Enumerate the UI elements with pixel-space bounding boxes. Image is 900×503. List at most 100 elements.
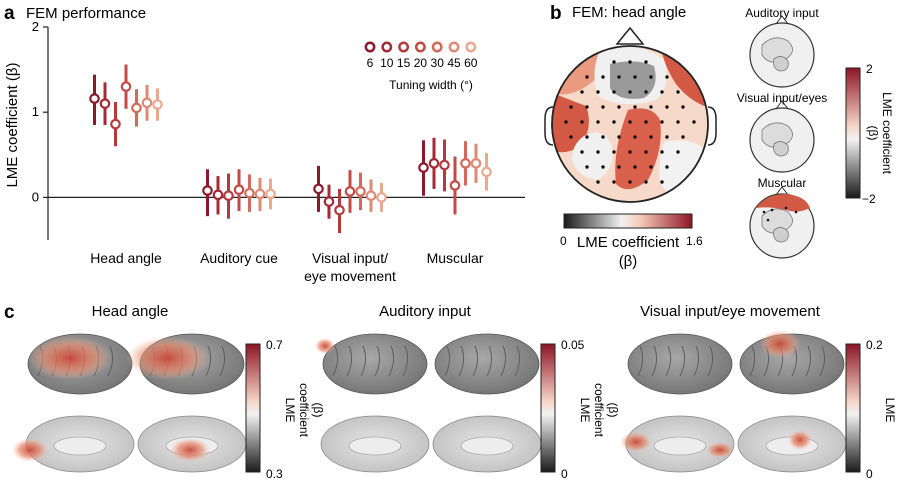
sulcus-line	[749, 345, 756, 377]
electrode-dot	[612, 180, 616, 184]
brain-colorbar	[245, 343, 261, 473]
panel-b-title: FEM: head angle	[572, 4, 686, 21]
data-point	[152, 99, 163, 110]
mini-topomaps	[749, 15, 815, 259]
activation-region	[620, 432, 652, 452]
mini-electrode-dot	[766, 218, 770, 222]
data-point	[376, 192, 387, 203]
sulcus-line	[107, 345, 114, 377]
electrode-dot	[628, 60, 632, 64]
brain-colorbar-min: 0.3	[266, 467, 283, 481]
mini-contour	[773, 141, 789, 157]
electrode-dot	[596, 120, 600, 124]
electrode-dot	[665, 105, 669, 109]
nose-icon	[615, 26, 645, 45]
electrode-dot	[665, 135, 669, 139]
sulcus-line	[486, 345, 493, 377]
electrode-dot	[628, 180, 632, 184]
data-point	[254, 188, 266, 200]
data-point	[481, 166, 492, 178]
electrode-dot	[596, 180, 600, 184]
electrode-dot	[676, 150, 680, 154]
mini-colorbar-title-line1: LME coefficient	[880, 92, 894, 174]
electrode-dot	[644, 180, 648, 184]
brain-lateral-view	[434, 333, 540, 395]
brain-group-title: Head angle	[92, 303, 169, 320]
electrode-dot	[617, 135, 621, 139]
electrode-dot	[649, 75, 653, 79]
electrode-dot	[580, 120, 584, 124]
data-point	[120, 81, 132, 92]
electrode-dot	[665, 165, 669, 169]
electrode-dot	[660, 90, 664, 94]
colorbar-title-line2: (β)	[619, 253, 638, 270]
electrode-dot	[564, 120, 568, 124]
brain-colorbar	[540, 343, 556, 473]
panel-letter-a: a	[4, 3, 15, 24]
mini-colorbar-min: −2	[862, 192, 876, 206]
brain-colorbar-min: 0	[561, 467, 568, 481]
corpus-callosum	[348, 436, 402, 456]
y-axis-label: LME coefficient (β)	[4, 62, 21, 187]
data-point	[439, 159, 450, 171]
brain-colorbar-title: (β)	[606, 403, 620, 418]
electrode-dot	[612, 60, 616, 64]
electrode-dot	[633, 105, 637, 109]
category-label: Muscular	[427, 250, 484, 266]
mini-contour	[761, 122, 793, 148]
brain-colorbar-max: 0.05	[561, 338, 585, 352]
electrode-dot	[633, 75, 637, 79]
electrode-dot	[585, 75, 589, 79]
mini-electrode-dot	[784, 206, 788, 210]
corpus-callosum	[53, 436, 107, 456]
legend-marker	[448, 41, 460, 53]
electrode-dot	[601, 135, 605, 139]
sulcus-line	[707, 345, 714, 377]
axes: 012	[32, 19, 525, 240]
mini-colorbar-max: 2	[866, 62, 873, 76]
electrode-dot	[596, 90, 600, 94]
electrode-dot	[644, 60, 648, 64]
data-point	[141, 97, 153, 109]
activation-region	[315, 338, 335, 354]
left-ear-icon	[544, 106, 554, 146]
mini-hot-region	[756, 194, 810, 212]
data-point	[460, 158, 471, 169]
corpus-callosum	[653, 436, 707, 456]
electrode-dot	[649, 105, 653, 109]
activation-region	[706, 442, 734, 458]
legend-label: 6	[367, 56, 374, 70]
electrode-dot	[633, 135, 637, 139]
y-tick-label: 2	[32, 19, 39, 34]
sulcus-line	[388, 345, 395, 377]
mini-electrode-dot	[770, 208, 774, 212]
sulcus-line	[346, 345, 353, 377]
data-point	[212, 189, 224, 201]
brain-colorbar-max: 0.7	[266, 338, 283, 352]
electrode-dot	[660, 180, 664, 184]
electrode-dot	[628, 90, 632, 94]
electrode-dot	[612, 90, 616, 94]
electrode-dot	[580, 150, 584, 154]
data-point	[131, 102, 142, 114]
legend-marker	[465, 41, 477, 53]
category-label: Auditory cue	[200, 250, 278, 266]
data-point	[202, 185, 213, 196]
electrode-dot	[569, 105, 573, 109]
sulcus-line	[444, 345, 451, 377]
electrode-dot	[585, 105, 589, 109]
mini-colorbar-title-line2: (β)	[866, 126, 880, 141]
category-label: eye movement	[304, 268, 396, 284]
sulcus-line	[693, 345, 700, 377]
data-point	[365, 190, 377, 201]
sulcus-line	[360, 345, 367, 377]
mini-title-visual: Visual input/eyes	[737, 91, 828, 105]
brain-colorbar-title: coefficient	[297, 383, 311, 437]
topomap-head-angle	[544, 26, 717, 203]
data-point	[233, 184, 245, 196]
right-ear-icon	[707, 106, 717, 146]
